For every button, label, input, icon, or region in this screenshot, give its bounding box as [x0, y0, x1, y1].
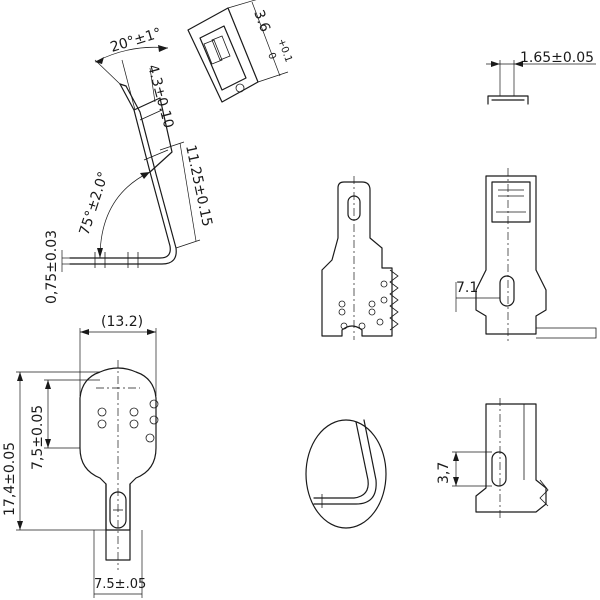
label-4-3: 4.3±0.10 [144, 63, 176, 130]
label-0-75: 0,75±0.03 [44, 230, 60, 304]
label-3-7: 3,7 [436, 462, 452, 484]
label-7-5-height: 7,5±0.05 [30, 405, 46, 470]
right-side-view [455, 168, 597, 344]
label-3-6: 3.6 [250, 8, 273, 34]
label-1-65: 1.65±0.05 [520, 50, 594, 66]
side-view [61, 45, 201, 272]
label-7-1: 7.1 [456, 280, 478, 296]
label-17-4: 17,4±0.05 [2, 442, 18, 516]
bottom-right-view [452, 398, 549, 520]
circle-detail [305, 419, 387, 529]
label-7-5-bottom: 7.5±.05 [94, 577, 146, 592]
detail-top-angled [187, 0, 289, 103]
front-view [16, 328, 159, 598]
label-3-6-tol-minus: 0 [265, 51, 278, 61]
top-right-thin-view [486, 60, 596, 105]
label-3-6-tol-plus: +0.1 [275, 37, 294, 64]
label-angle-top: 20°±1° [108, 25, 163, 56]
label-angle-75: 75°±2.0° [77, 170, 113, 238]
middle-view [321, 176, 399, 340]
label-13-2: (13.2) [101, 314, 143, 330]
